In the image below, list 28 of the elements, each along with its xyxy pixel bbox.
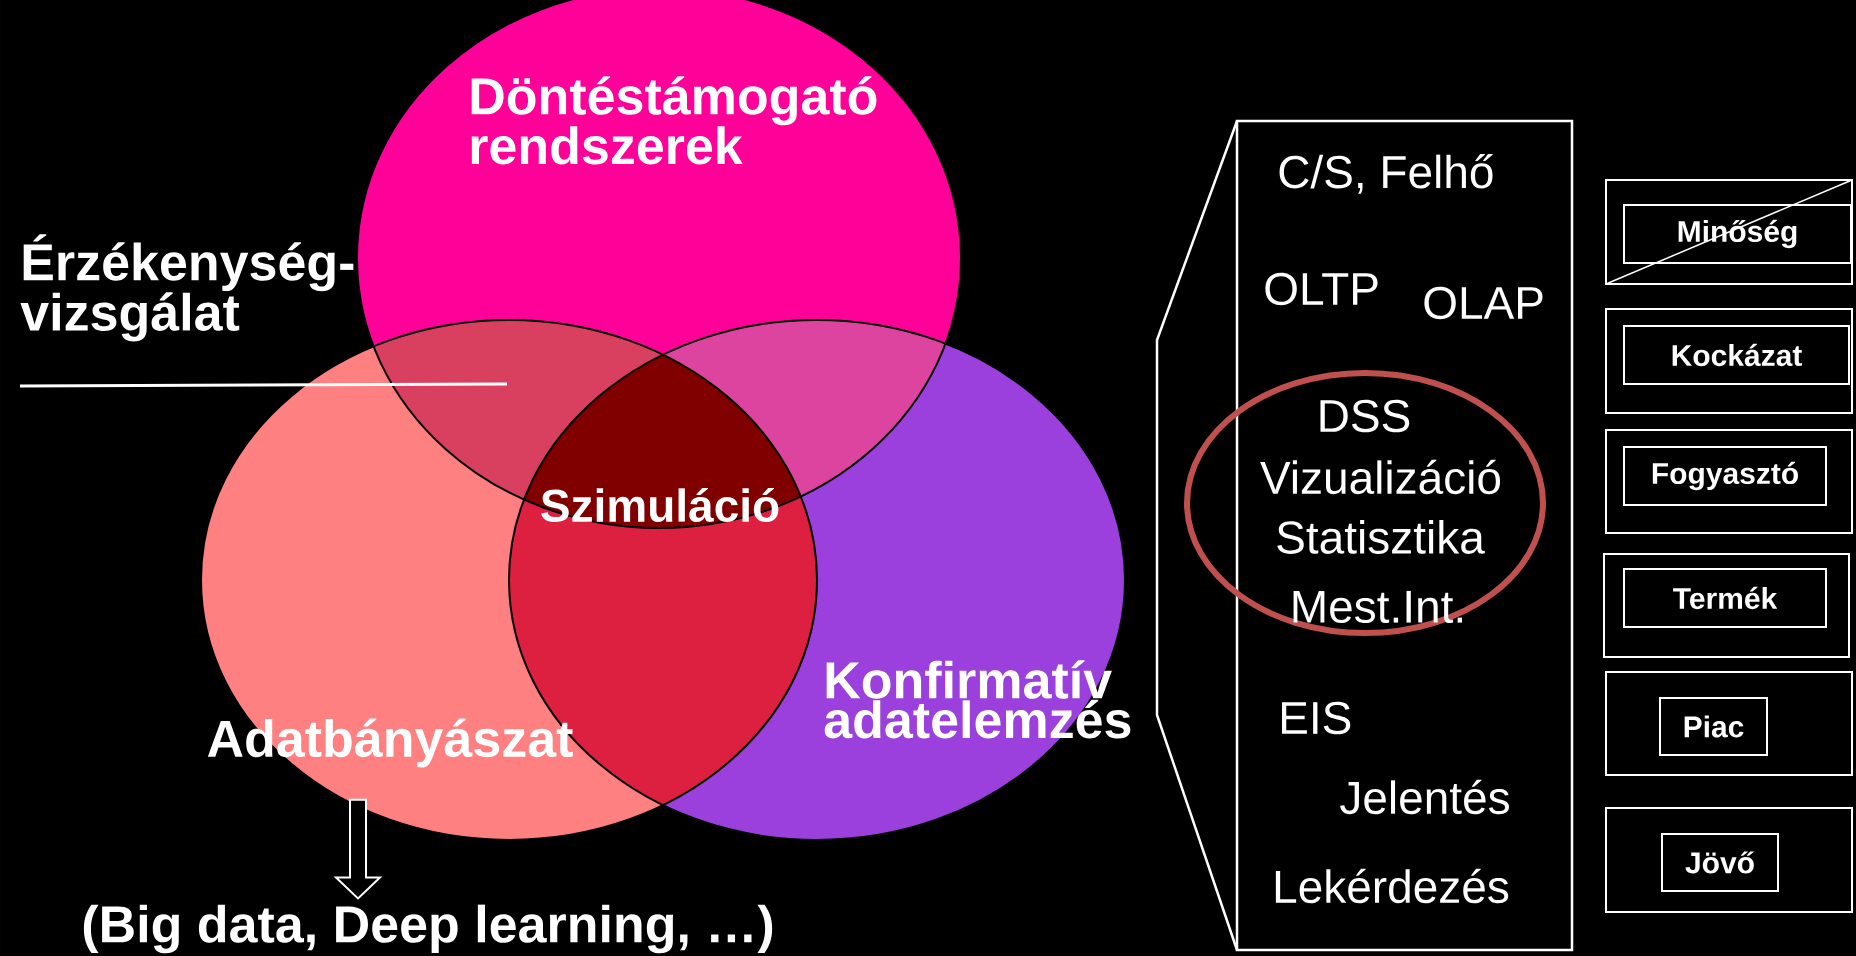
category-box: Piac bbox=[1659, 697, 1768, 756]
term-text: Statisztika bbox=[1277, 520, 1485, 554]
outer-box bbox=[1605, 671, 1853, 776]
leader-line bbox=[20, 382, 507, 388]
term-text: OLAP bbox=[1424, 286, 1543, 320]
overlap-label: Szimuláció bbox=[541, 487, 779, 523]
circle-label: Döntéstámogató rendszerek bbox=[471, 76, 877, 165]
note-text: (Big data, Deep learning, …) bbox=[83, 904, 773, 954]
category-box: Termék bbox=[1623, 568, 1827, 628]
outer-box bbox=[1605, 429, 1853, 534]
term-text: Jelentés bbox=[1340, 779, 1509, 815]
outer-box bbox=[1605, 179, 1853, 285]
panel-box bbox=[1235, 119, 1574, 952]
outer-box bbox=[1603, 553, 1850, 658]
outer-box bbox=[1605, 308, 1853, 414]
hollow-arrow bbox=[333, 798, 383, 900]
term-text: C/S, Felhő bbox=[1279, 154, 1493, 194]
category-box: Kockázat bbox=[1623, 325, 1850, 385]
category-box: Fogyasztó bbox=[1623, 446, 1827, 506]
term-text: OLTP bbox=[1265, 272, 1378, 306]
term-text: DSS bbox=[1320, 399, 1410, 433]
term-text: Vizualizáció bbox=[1260, 459, 1501, 495]
term-text: Lekérdezés bbox=[1275, 868, 1509, 904]
side-label: Érzékenység-vizsgálat bbox=[20, 234, 354, 342]
term-text: Mest.Int. bbox=[1293, 590, 1462, 624]
category-box: Jövő bbox=[1661, 833, 1779, 892]
outer-box bbox=[1605, 807, 1853, 913]
term-text: EIS bbox=[1282, 701, 1351, 735]
